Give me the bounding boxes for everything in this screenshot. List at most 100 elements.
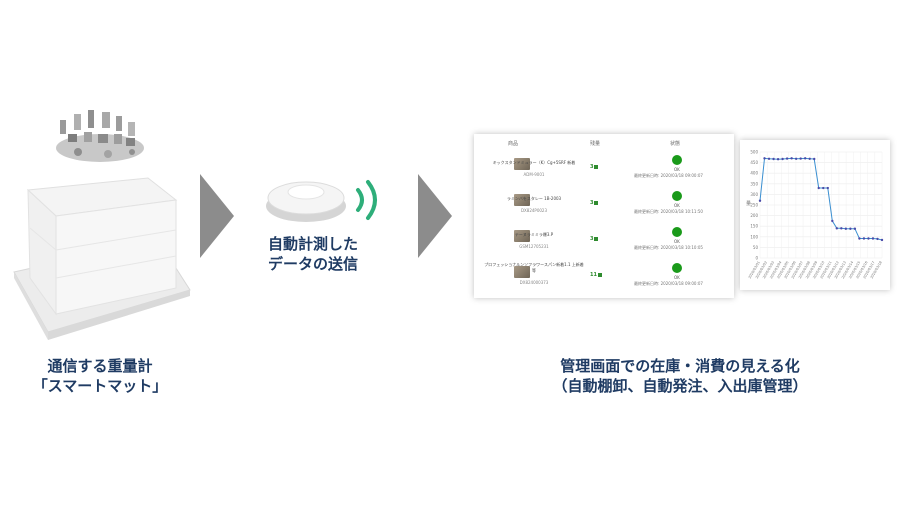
product-code: DX824P0023 [520,208,548,213]
data-point [858,237,861,240]
product-code: ADM-9001 [523,172,545,177]
data-point [767,157,771,160]
data-point [862,237,866,240]
product-code: DX824000373 [519,280,549,285]
y-tick-label: 0 [755,256,758,261]
status-text: OK [674,167,680,172]
product-thumbnail [514,194,530,206]
status-text: OK [674,239,680,244]
level-bar-icon [594,164,599,169]
data-point [799,157,802,160]
right-caption: 管理画面での在庫・消費の見える化 （自動棚卸、自動発注、入出庫管理） [470,356,890,396]
data-point [849,227,852,230]
product-thumbnail [514,230,530,242]
remaining-value: 3 [590,200,594,206]
level-bar-icon [594,236,599,241]
remaining-value: 3 [590,236,594,242]
data-point [808,157,811,160]
flow-arrow-1 [200,174,234,258]
status-ok-icon [672,155,682,165]
middle-caption: 自動計測した データの送信 [238,234,388,274]
y-tick-label: 150 [750,224,758,229]
remaining-quantity: 3 [590,236,599,242]
data-point [840,227,843,230]
product-thumbnail [514,266,530,278]
right-caption-line2: （自動棚卸、自動発注、入出庫管理） [552,377,808,395]
wifi-device-icon [266,180,377,222]
product-code: GSM12705231 [519,244,549,249]
series-line [759,157,883,241]
header-remaining: 残量 [590,141,601,147]
left-caption-line2: 「スマートマット」 [32,377,168,395]
remaining-value: 3 [590,164,594,170]
product-name: キックスタンドミュラー（K）Cg+5SRF 新着 [492,160,576,165]
smart-mat-illustration [8,100,193,345]
data-point [831,219,834,223]
product-name: プロフェッショナルンソフラワースパン新着1.1 上新着等 [484,262,584,273]
product-name: テーヌラミミラ爆3.P [514,232,554,237]
data-point [867,237,870,240]
header-status: 状態 [670,141,681,147]
y-tick-label: 100 [750,234,758,239]
data-point [876,237,879,241]
smart-mat-scale-icon [13,110,191,340]
left-caption: 通信する重量計 「スマートマット」 [0,356,200,396]
y-tick-label: 450 [750,160,758,165]
table-row[interactable]: プロフェッショナルンソフラワースパン新着1.1 上新着等 DX824000373 1… [474,260,734,294]
status-ok-icon [672,263,682,273]
remaining-quantity: 11 [590,272,602,278]
middle-caption-line2: データの送信 [267,255,358,273]
data-point [803,157,807,160]
last-updated: 最終更新日時: 2020/03/18 09:00:07 [634,173,703,178]
level-bar-icon [597,272,602,277]
y-tick-label: 50 [753,245,759,250]
y-tick-label: 300 [750,192,758,197]
data-point [822,186,825,190]
status-text: OK [674,275,680,280]
data-point [772,157,775,161]
data-point [880,238,884,242]
data-point [781,157,784,161]
product-name: ラミンバをスタレー 1B-2003 [506,196,562,201]
last-updated: 最終更新日時: 2020/03/18 09:00:07 [634,281,703,286]
header-product: 商品 [508,141,519,147]
y-tick-label: 350 [750,181,758,186]
data-point [844,227,848,230]
level-bar-icon [594,200,599,205]
y-axis-label: 量 [746,200,751,207]
y-tick-label: 400 [750,171,758,176]
data-point [758,199,762,202]
wireless-device-illustration [262,168,402,228]
remaining-quantity: 3 [590,164,599,170]
status-ok-icon [672,227,682,237]
data-point [813,157,816,161]
y-tick-label: 500 [750,150,758,155]
y-tick-label: 250 [750,203,758,208]
y-tick-label: 200 [750,213,758,218]
status-text: OK [674,203,680,208]
flow-arrow-2 [418,174,452,258]
data-point [763,157,766,160]
consumption-line-chart: 0501001502002503003504004505002020/03/01… [746,150,884,279]
data-point [835,227,839,230]
middle-caption-line1: 自動計測した [267,235,358,253]
data-point [776,158,780,161]
remaining-quantity: 3 [590,200,599,206]
data-point [871,237,875,240]
parts-pile-icon [56,110,144,162]
data-point [826,186,829,190]
right-caption-line1: 管理画面での在庫・消費の見える化 [560,357,800,375]
data-point [790,157,793,160]
status-ok-icon [672,191,682,201]
data-point [794,157,798,160]
data-point [853,227,857,230]
product-thumbnail [514,158,530,170]
last-updated: 最終更新日時: 2020/03/18 10:11:50 [634,209,703,214]
remaining-value: 11 [590,272,597,278]
data-point [817,186,820,190]
last-updated: 最終更新日時: 2020/03/18 10:10:05 [634,245,703,250]
inventory-table-panel: 商品 残量 状態 キックスタンドミュラー（K）Cg+5SRF 新着 ADM-900… [474,134,734,298]
